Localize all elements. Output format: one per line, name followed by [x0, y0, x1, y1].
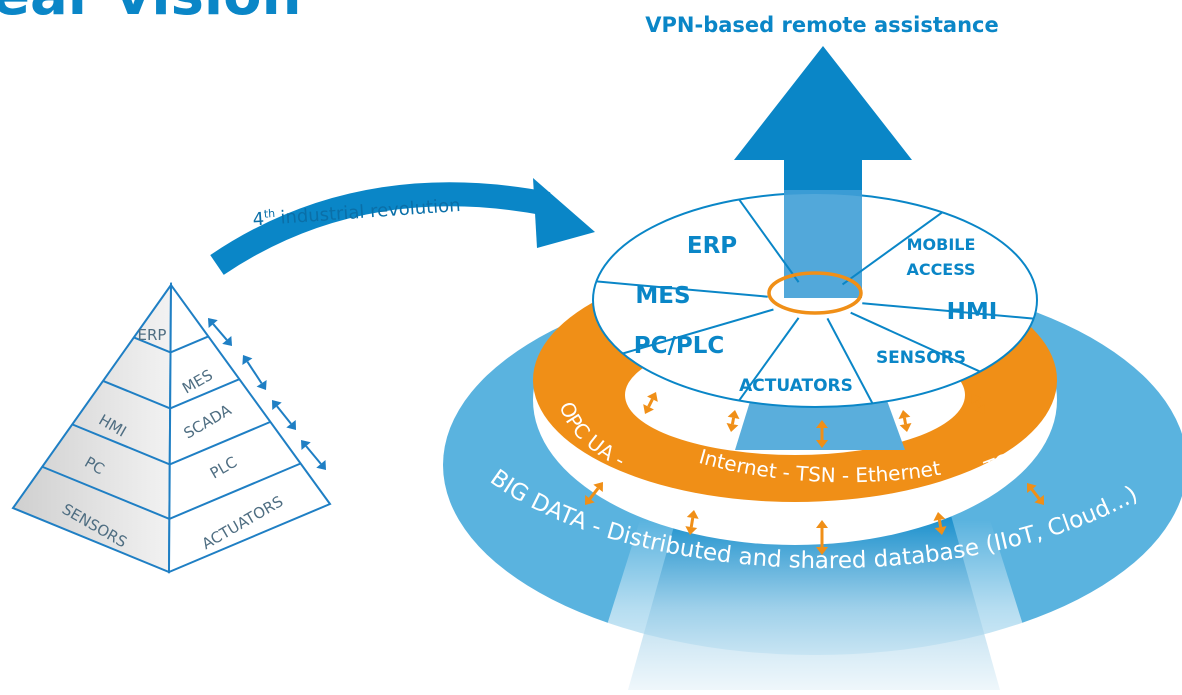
disc-segment-label: PC/PLC — [634, 333, 725, 359]
pyramid-divider — [102, 378, 240, 410]
ring-link-arrow — [970, 394, 986, 414]
pyramid-left-label: ERP — [138, 326, 167, 344]
beam-glow — [585, 520, 1045, 695]
data-link-arrow — [1027, 483, 1044, 505]
disc-divider — [826, 317, 874, 404]
disc-segment-label: ACCESS — [906, 260, 975, 279]
disc-divider — [738, 198, 800, 283]
data-link-arrow — [585, 482, 603, 505]
ring-link-arrow — [898, 410, 912, 432]
disc-segment-label: MES — [635, 283, 690, 309]
pyramid-level-arrow — [208, 318, 232, 346]
vpn-upward-arrow — [734, 46, 912, 290]
data-link-arrow — [933, 512, 947, 535]
disc-segment-label: ACTUATORS — [739, 376, 853, 396]
ring-link-arrow — [816, 420, 828, 448]
disc-divider — [738, 317, 800, 402]
disc-segment-label: SENSORS — [876, 348, 966, 368]
pyramid-level-arrow — [272, 400, 296, 430]
disc-segment-label: MOBILE — [907, 235, 976, 254]
disc-segment-label: HMI — [947, 299, 998, 325]
pyramid-level-arrow — [301, 440, 326, 470]
data-link-arrow — [816, 520, 828, 555]
ring-link-arrow — [726, 410, 740, 432]
vpn-heading: VPN-based remote assistance — [645, 13, 998, 37]
disc-divider — [622, 308, 774, 355]
inner-beam — [735, 395, 905, 450]
pyramid-divider — [41, 462, 301, 520]
center-ring — [767, 271, 863, 315]
ring-link-arrow — [643, 392, 658, 414]
pyramid-level-arrow — [242, 355, 267, 390]
pyramid-divider — [71, 420, 271, 466]
title-fragment: ear vision — [0, 0, 301, 28]
disc-beam — [784, 190, 862, 298]
vpn-arrow-shape — [734, 46, 912, 290]
disc-divider — [850, 311, 981, 373]
disc-divider — [596, 280, 768, 298]
pyramid-divider — [133, 335, 209, 354]
data-link-arrow — [685, 510, 699, 535]
disc-divider — [841, 211, 943, 286]
revolution-arrow — [210, 178, 595, 275]
disc-segment-label: ERP — [687, 233, 737, 259]
application-disc: ERP MOBILE ACCESS MES HMI PC/PLC SENSORS ACTUAT… — [592, 190, 1038, 408]
disc-divider — [862, 302, 1034, 320]
pyramid-right-face — [167, 281, 332, 574]
